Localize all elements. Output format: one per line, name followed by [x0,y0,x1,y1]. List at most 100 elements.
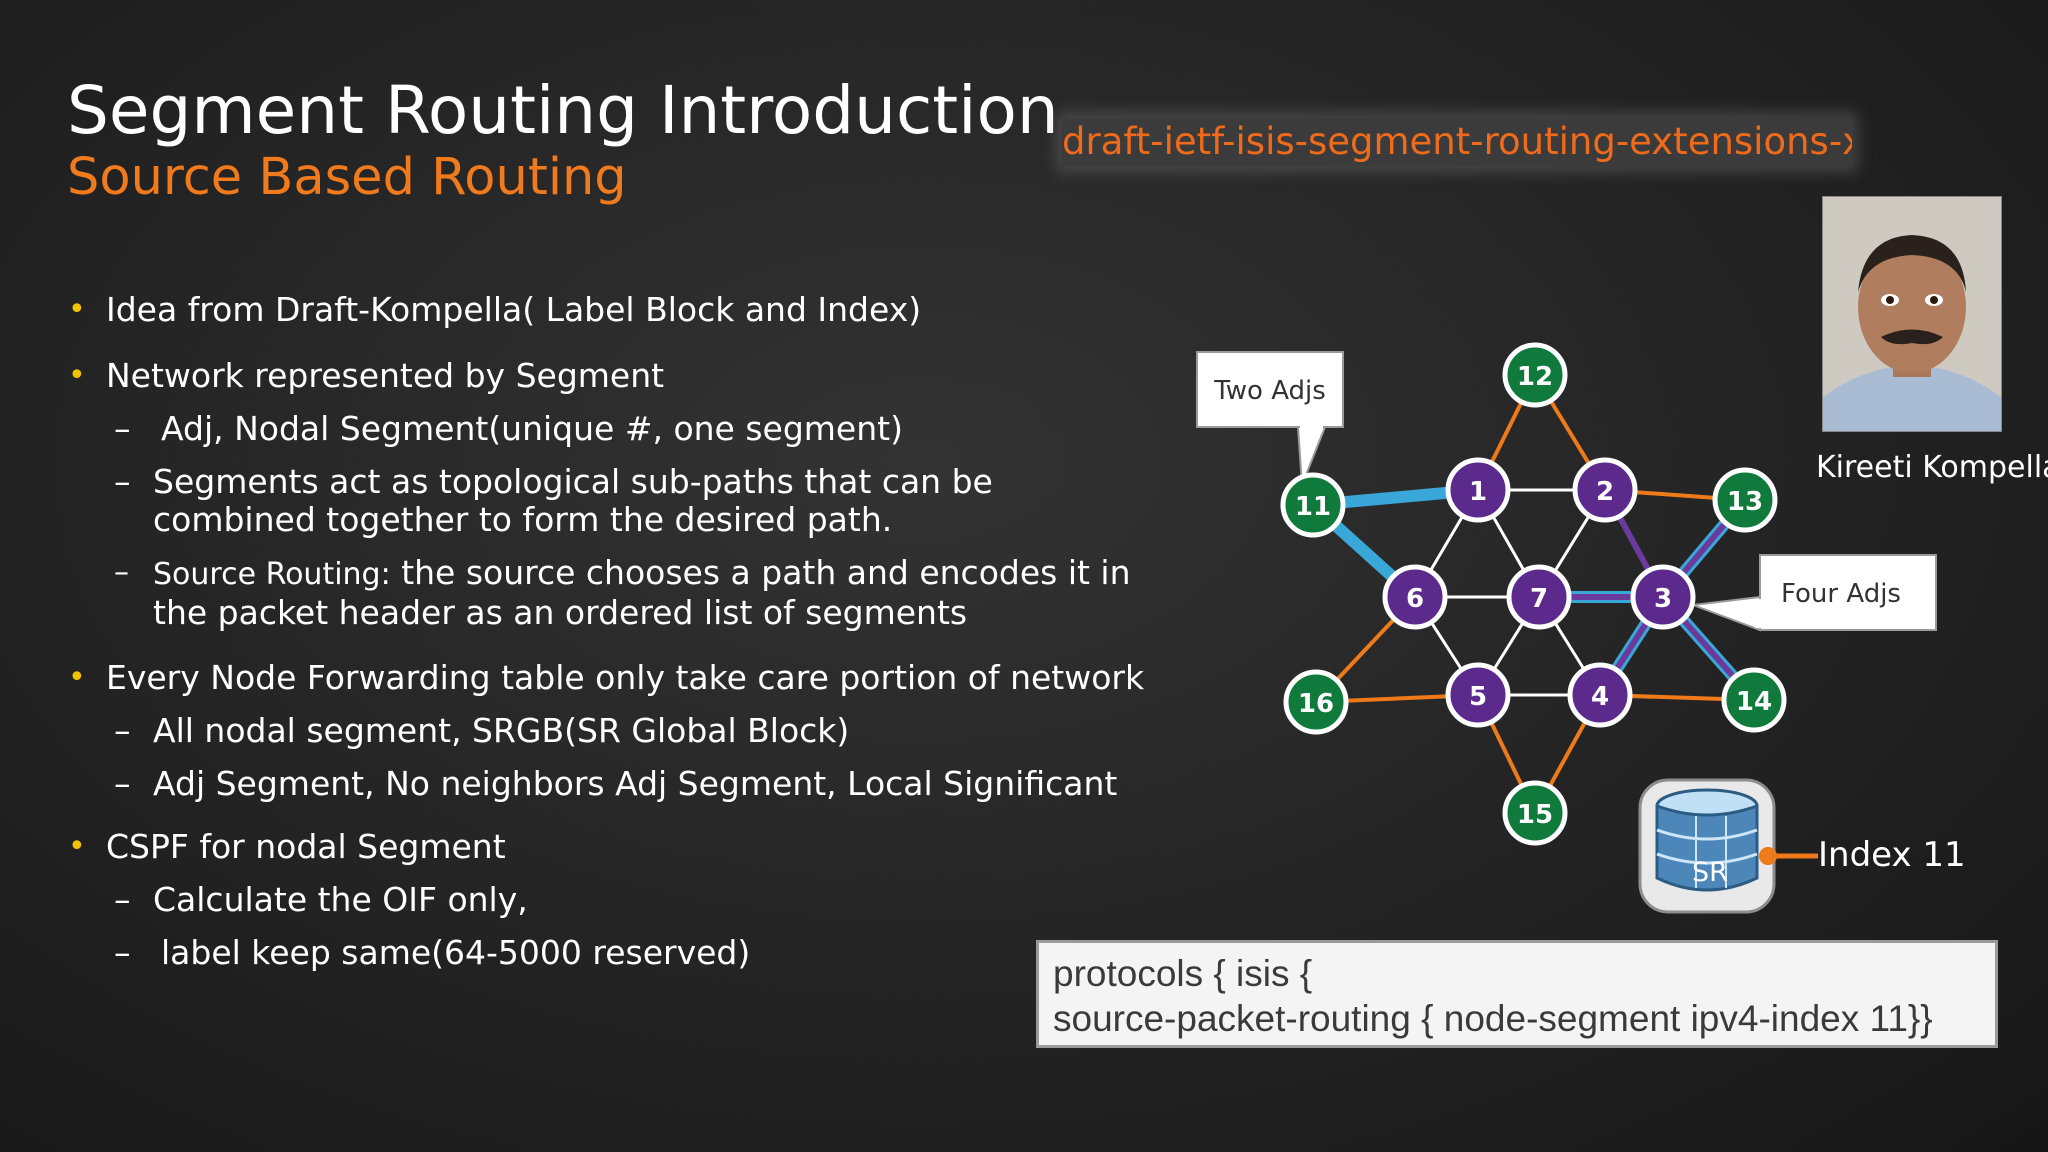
node-label: 15 [1517,800,1553,830]
node-circle [1502,342,1568,408]
node-12: 12 [1502,342,1568,408]
sub-bullet-text: Adj Segment, No neighbors Adj Segment, L… [153,764,1118,803]
sub-bullet-text: Calculate the OIF only, [153,880,528,919]
sub-bullet-text: All nodal segment, SRGB(SR Global Block) [153,711,850,750]
node-circle [1721,667,1787,733]
dash-icon: – [114,880,131,919]
bullet-group: • CSPF for nodal Segment – Calculate the… [66,827,1156,972]
node-11: 11 [1280,472,1346,538]
sub-bullet-item: – Source Routing: the source chooses a p… [66,554,1156,634]
sub-bullet-item: – Adj, Nodal Segment(unique #, one segme… [66,410,1156,448]
callout-four-adjs: Four Adjs [1692,554,1937,632]
callout-two-adjs: Two Adjs [1196,351,1344,486]
callout-box [1759,554,1937,631]
bullet-text: CSPF for nodal Segment [106,827,506,866]
node-3: 3 [1630,564,1696,630]
bullet-dot-icon: • [68,292,86,327]
node-circle [1567,662,1633,728]
node-label: 11 [1295,492,1331,522]
sub-bullet-text: the source chooses a path and encodes it… [153,553,1131,632]
callout-joint [1300,423,1323,431]
sub-bullet-item: – Calculate the OIF only, [66,881,1156,919]
bullet-dot-icon: • [68,358,86,393]
node-label: 3 [1654,584,1672,614]
slide-title: Segment Routing Introduction [67,72,1059,149]
bullet-item: • CSPF for nodal Segment [66,827,1156,867]
node-1: 1 [1445,457,1511,523]
node-label: 6 [1406,584,1424,614]
bullet-list: • Idea from Draft-Kompella( Label Block … [66,290,1156,996]
node-label: 14 [1736,687,1772,717]
database-label: SR [1692,857,1728,888]
node-6: 6 [1382,564,1448,630]
sub-bullet-item: – All nodal segment, SRGB(SR Global Bloc… [66,712,1156,750]
sub-bullet-text: label keep same(64-5000 reserved) [161,933,751,972]
sub-bullet-item: – Segments act as topological sub-paths … [66,463,1156,539]
bullet-dot-icon: • [68,829,86,864]
node-5: 5 [1445,662,1511,728]
node-circle [1445,662,1511,728]
node-13: 13 [1712,467,1778,533]
dash-icon: – [114,933,131,972]
config-snippet: protocols { isis { source-packet-routing… [1036,940,1998,1048]
bullet-group: • Every Node Forwarding table only take … [66,658,1156,803]
node-label: 12 [1517,362,1553,392]
bullet-text: Every Node Forwarding table only take ca… [106,658,1145,697]
node-label: 13 [1727,487,1763,517]
bullet-item: • Network represented by Segment [66,356,1156,396]
bullet-item: • Every Node Forwarding table only take … [66,658,1156,698]
node-label: 7 [1530,584,1548,614]
node-circle [1630,564,1696,630]
node-4: 4 [1567,662,1633,728]
sub-bullet-text: Adj, Nodal Segment(unique #, one segment… [161,409,903,448]
node-circle [1506,564,1572,630]
node-circle [1382,564,1448,630]
dash-icon: – [114,409,131,448]
node-14: 14 [1721,667,1787,733]
node-circle [1712,467,1778,533]
sub-bullet-item: – label keep same(64-5000 reserved) [66,934,1156,972]
bullet-text: Network represented by Segment [106,356,665,395]
presenter-name: Kireeti Kompella [1816,450,2048,485]
person-icon [1823,197,2001,431]
sub-bullet-item: – Adj Segment, No neighbors Adj Segment,… [66,765,1156,803]
database-band [1656,828,1758,841]
draft-tag: draft-ietf-isis-segment-routing-extensio… [1062,118,1852,166]
node-label: 4 [1591,682,1609,712]
bullet-group: • Network represented by Segment – Adj, … [66,356,1156,634]
node-circle [1502,780,1568,846]
database-band [1656,852,1758,865]
presenter-photo [1822,196,2002,432]
node-label: 2 [1596,477,1614,507]
callout-label: Two Adjs [1213,376,1326,406]
dash-icon: – [114,711,131,750]
bullet-dot-icon: • [68,660,86,695]
bullet-item: • Idea from Draft-Kompella( Label Block … [66,290,1156,330]
dash-icon: – [114,764,131,803]
index-label: Index 11 [1818,835,1966,875]
bullet-text: Idea from Draft-Kompella( Label Block an… [106,290,922,329]
slide-subtitle: Source Based Routing [67,148,627,207]
database-body [1655,803,1759,892]
node-circle [1572,457,1638,523]
node-label: 16 [1298,689,1334,719]
database-icon: SR [1638,778,1818,914]
node-7: 7 [1506,564,1572,630]
node-label: 1 [1469,477,1487,507]
callout-box [1196,351,1344,428]
node-circle [1280,472,1346,538]
sub-bullet-text: Segments act as topological sub-paths th… [153,462,993,539]
dash-icon: – [114,462,131,501]
index-connector-dot [1759,847,1777,865]
config-line: protocols { isis { [1053,953,1313,994]
callout-pointer [1692,595,1761,632]
dash-icon: – [114,555,129,590]
sub-bullet-lead: Source Routing: [153,557,391,592]
node-circle [1283,669,1349,735]
node-2: 2 [1572,457,1638,523]
callout-joint [1755,599,1763,628]
node-circle [1445,457,1511,523]
node-label: 5 [1469,682,1487,712]
